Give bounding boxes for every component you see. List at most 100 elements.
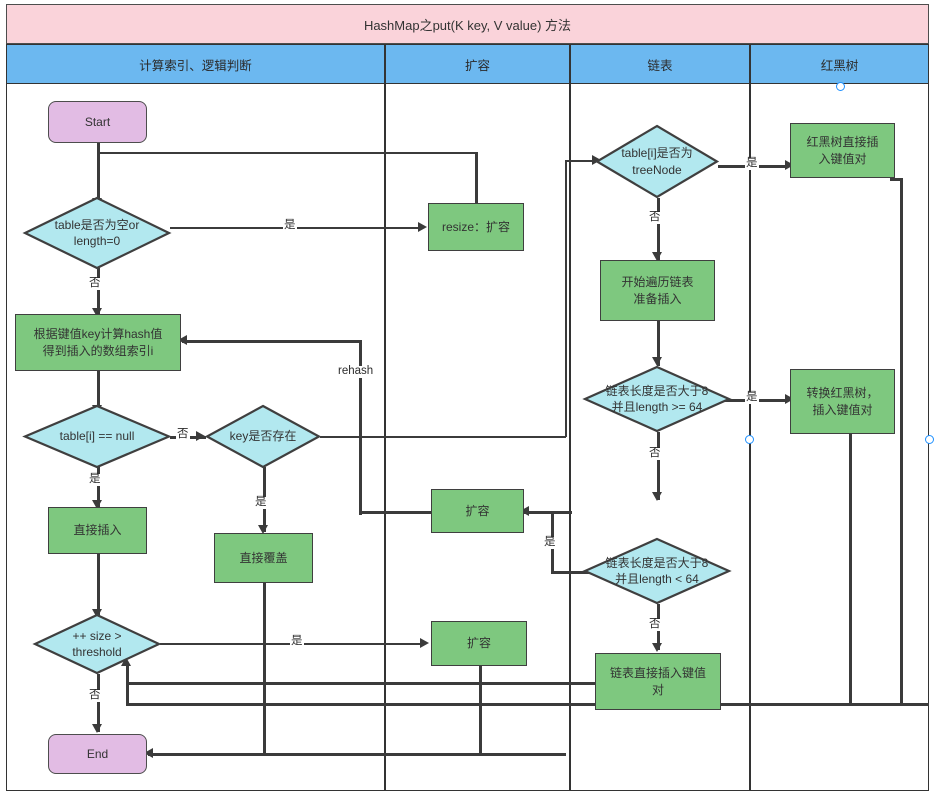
edge-returnbus-h-lower — [126, 703, 929, 706]
arrowhead-into-resizemid — [520, 506, 529, 516]
edge-into-resizemid-left — [359, 511, 431, 514]
handle-tree-lane-top[interactable] — [836, 82, 845, 91]
node-len-gt8-lt64-label: 链表长度是否大于8 并且length < 64 — [605, 555, 709, 586]
decision-outline — [582, 365, 732, 433]
edge-lenlt64-yes-h — [551, 571, 595, 574]
edge-resize-top-stub — [475, 152, 478, 204]
node-hash-calc-label: 根据键值key计算hash值 得到插入的数组索引i — [33, 327, 163, 358]
node-traverse-list-label: 开始遍历链表 准备插入 — [621, 275, 694, 306]
edge-keyexists-right-v — [565, 160, 567, 437]
decision-outline — [22, 196, 172, 270]
arrowhead-tableinull-no — [196, 431, 205, 441]
node-table-empty-label: table是否为空or length=0 — [54, 217, 140, 248]
node-direct-overwrite[interactable]: 直接覆盖 — [214, 533, 313, 583]
handle-canvas-right[interactable] — [925, 435, 934, 444]
edge-tableinull-yes-v — [97, 467, 100, 507]
edge-label-tableinull-no: 否 — [176, 428, 190, 441]
node-traverse-list[interactable]: 开始遍历链表 准备插入 — [600, 260, 715, 321]
node-key-exists[interactable]: key是否存在 — [204, 404, 322, 469]
arrowhead-tableinull-yes — [92, 500, 102, 509]
node-direct-insert-label: 直接插入 — [73, 523, 122, 538]
edge-keyexists-right-h — [320, 436, 566, 438]
node-is-treenode-label: table[i]是否为 treeNode — [621, 146, 693, 177]
edge-hash-to-tableinull — [97, 370, 100, 415]
edge-treeinsert-right-h — [890, 178, 902, 181]
edge-rehash-h — [182, 340, 360, 343]
decision-outline — [594, 124, 720, 199]
edge-label-istreenode-yes: 是 — [745, 157, 759, 170]
arrowhead-lenge64-no — [652, 492, 662, 501]
node-resize-bottom[interactable]: 扩容 — [431, 621, 527, 666]
node-len-gt8-ge64[interactable]: 链表长度是否大于8 并且length >= 64 — [582, 365, 732, 433]
node-size-threshold-label: ++ size > threshold — [72, 628, 122, 659]
node-direct-overwrite-label: 直接覆盖 — [239, 550, 288, 565]
edge-label-istreenode-no: 否 — [648, 211, 662, 224]
edge-treeinsert-right-v — [900, 178, 903, 704]
node-hash-calc[interactable]: 根据键值key计算hash值 得到插入的数组索引i — [15, 314, 181, 371]
arrowhead-rehash — [178, 335, 187, 345]
node-len-gt8-lt64[interactable]: 链表长度是否大于8 并且length < 64 — [582, 537, 732, 605]
edge-label-lenlt64-yes: 是 — [543, 536, 557, 549]
decision-outline — [32, 613, 162, 675]
node-list-insert[interactable]: 链表直接插入键值 对 — [595, 653, 721, 710]
edge-size-no-v — [97, 674, 100, 732]
edge-start-to-resize-h — [97, 152, 478, 154]
diagram-title-text: HashMap之put(K key, V value) 方法 — [363, 17, 572, 33]
edge-returnbus-h-upper — [126, 682, 596, 685]
node-resize-mid[interactable]: 扩容 — [431, 489, 524, 533]
edge-label-size-yes: 是 — [290, 635, 304, 648]
node-start-label: Start — [84, 114, 111, 129]
handle-list-lane-right[interactable] — [745, 435, 754, 444]
node-start[interactable]: Start — [48, 101, 147, 143]
node-table-i-null[interactable]: table[i] == null — [22, 404, 172, 469]
edge-label-tableempty-no: 否 — [88, 277, 102, 290]
node-end-label: End — [86, 746, 109, 761]
node-table-empty[interactable]: table是否为空or length=0 — [22, 196, 172, 270]
lane-header-index-label: 计算索引、逻辑判断 — [139, 58, 252, 73]
node-tree-convert[interactable]: 转换红黑树， 插入键值对 — [790, 369, 895, 434]
arrowhead-lenlt64-no — [652, 643, 662, 652]
node-is-treenode[interactable]: table[i]是否为 treeNode — [594, 124, 720, 199]
edge-overwrite-down — [263, 583, 266, 753]
node-end[interactable]: End — [48, 734, 147, 774]
edge-label-keyexists-yes: 是 — [254, 496, 268, 509]
node-tree-direct-insert-label: 红黑树直接插 入键值对 — [806, 135, 879, 166]
arrowhead-size-yes — [420, 638, 429, 648]
node-resize-main-label: resize：扩容 — [441, 219, 510, 234]
arrowhead-tableempty-yes — [418, 222, 427, 232]
node-resize-main[interactable]: resize：扩容 — [428, 203, 524, 251]
node-direct-insert[interactable]: 直接插入 — [48, 507, 147, 554]
decision-outline — [582, 537, 732, 605]
arrowhead-istreenode-no — [652, 252, 662, 261]
arrowhead-size-no — [92, 724, 102, 733]
node-resize-mid-label: 扩容 — [465, 503, 490, 518]
arrowhead-tableempty-no — [92, 308, 102, 317]
edge-to-istreenode-h — [565, 160, 595, 162]
node-tree-direct-insert[interactable]: 红黑树直接插 入键值对 — [790, 123, 895, 178]
edge-treeconvert-down — [849, 434, 852, 704]
arrowhead-istreenode-yes — [785, 160, 794, 170]
diagram-title: HashMap之put(K key, V value) 方法 — [6, 4, 929, 44]
lane-header-index: 计算索引、逻辑判断 — [6, 44, 385, 84]
node-len-gt8-ge64-label: 链表长度是否大于8 并且length >= 64 — [605, 383, 709, 414]
arrowhead-keyexists-yes — [258, 525, 268, 534]
node-size-threshold[interactable]: ++ size > threshold — [32, 613, 162, 675]
edge-label-rehash: rehash — [337, 365, 375, 378]
arrowhead-to-istreenode — [592, 155, 601, 165]
edge-label-lenlt64-no: 否 — [648, 618, 662, 631]
edge-insert-to-size — [97, 554, 100, 618]
node-tree-convert-label: 转换红黑树， 插入键值对 — [806, 386, 879, 417]
arrowhead-insert-to-size — [92, 609, 102, 618]
arrowhead-lenge64-yes — [785, 394, 794, 404]
edge-tableempty-no-v — [97, 268, 100, 314]
edge-label-lenge64-yes: 是 — [745, 391, 759, 404]
lane-header-tree: 红黑树 — [750, 44, 929, 84]
edge-resizebottom-down — [479, 666, 482, 754]
node-resize-bottom-label: 扩容 — [466, 636, 491, 651]
edge-end-collector-h — [148, 753, 566, 756]
node-table-i-null-label: table[i] == null — [59, 429, 135, 444]
lane-header-list: 链表 — [570, 44, 750, 84]
lane-header-resize: 扩容 — [385, 44, 570, 84]
node-list-insert-label: 链表直接插入键值 对 — [609, 666, 706, 697]
